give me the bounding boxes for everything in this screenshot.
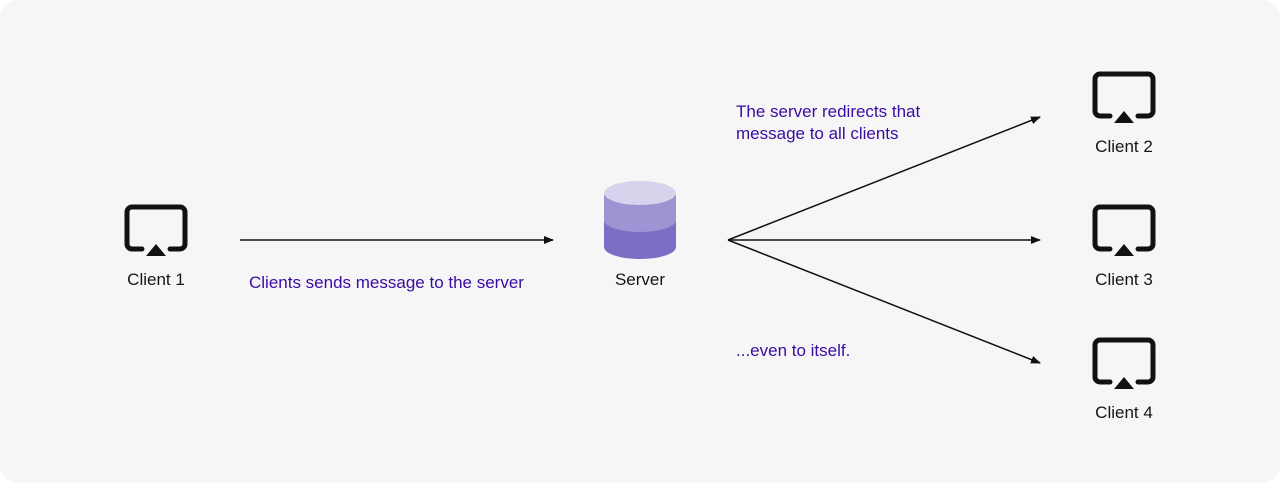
- client-3-node: Client 3: [1064, 204, 1184, 290]
- server-node: Server: [580, 178, 700, 290]
- client-2-node: Client 2: [1064, 71, 1184, 157]
- client-4-label: Client 4: [1095, 403, 1153, 422]
- display-cast-icon: [1092, 71, 1156, 123]
- itself-caption: ...even to itself.: [736, 341, 851, 360]
- client-1-label: Client 1: [127, 270, 185, 289]
- display-cast-icon: [1092, 204, 1156, 256]
- client-3-label: Client 3: [1095, 270, 1153, 289]
- display-cast-icon: [1092, 337, 1156, 389]
- database-icon: [604, 181, 676, 259]
- client-1-node: Client 1: [96, 204, 216, 290]
- arrow-server-to-client2: [727, 116, 1041, 241]
- redirect-caption-line-2: message to all clients: [736, 124, 899, 143]
- client-2-label: Client 2: [1095, 137, 1153, 156]
- send-caption: Clients sends message to the server: [249, 273, 524, 292]
- display-cast-icon: [124, 204, 188, 256]
- client-4-node: Client 4: [1064, 337, 1184, 423]
- arrow-server-to-client4: [727, 239, 1041, 364]
- server-label: Server: [614, 270, 666, 289]
- redirect-caption: The server redirects that message to all…: [736, 101, 920, 145]
- redirect-caption-line-1: The server redirects that: [736, 102, 921, 121]
